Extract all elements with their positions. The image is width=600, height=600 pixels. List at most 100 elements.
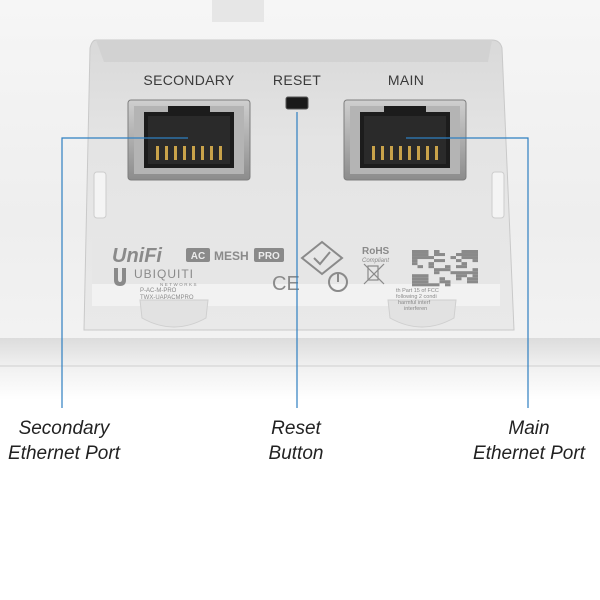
reset-callout-line1: Reset [271, 418, 321, 439]
qr-module [467, 250, 473, 254]
qr-module [412, 262, 418, 266]
qr-module [434, 271, 440, 275]
qr-module [412, 253, 418, 257]
qr-module [412, 283, 418, 287]
port-pin [183, 146, 186, 160]
qr-module [423, 274, 429, 278]
qr-module [461, 253, 467, 257]
main-callout-line2: Ethernet Port [473, 443, 585, 464]
port-pin [165, 146, 168, 160]
qr-module [456, 253, 462, 257]
qr-module [456, 274, 462, 278]
qr-module [467, 253, 473, 257]
port-pin [174, 146, 177, 160]
port-pin [372, 146, 375, 160]
qr-module [445, 280, 451, 284]
qr-code [412, 250, 478, 287]
leader-lines [61, 112, 529, 408]
qr-module [461, 271, 467, 275]
qr-module [412, 280, 418, 284]
reset-port-label: RESET [272, 72, 322, 88]
qr-module [423, 250, 429, 254]
port-pin [417, 146, 420, 160]
fcc-text-3: harmful interf [398, 300, 431, 306]
weee-bin-icon [363, 263, 385, 285]
port-pin [156, 146, 159, 160]
qr-module [412, 250, 418, 254]
rohs-text: RoHS [362, 246, 390, 257]
housing-band [0, 338, 600, 400]
qr-module [467, 277, 473, 281]
qr-module [412, 259, 418, 263]
qr-module [417, 250, 423, 254]
ubiquiti-text: UBIQUITI [134, 267, 194, 281]
port-pin [408, 146, 411, 160]
qr-module [472, 259, 478, 263]
port-pin [381, 146, 384, 160]
qr-module [439, 268, 445, 272]
qr-module [472, 274, 478, 278]
qr-module [461, 262, 467, 266]
brand-line: UniFi AC MESH PRO [112, 245, 284, 267]
qr-module [461, 274, 467, 278]
reset-button[interactable] [285, 96, 309, 110]
mesh-text: MESH [214, 249, 249, 263]
reset-callout: Reset Button [269, 416, 324, 466]
qr-module [428, 262, 434, 266]
qr-module [434, 268, 440, 272]
pro-badge: PRO [258, 251, 280, 262]
port-pin [192, 146, 195, 160]
unifi-logo: UniFi [112, 245, 162, 267]
main-ethernet-port[interactable] [343, 99, 467, 181]
secondary-callout-line2: Ethernet Port [8, 443, 120, 464]
screw-boss-right [387, 299, 457, 328]
secondary-leader-line [61, 137, 188, 408]
qr-module [412, 277, 418, 281]
model-text-1: P-AC-M-PRO [140, 288, 177, 294]
qr-module [456, 271, 462, 275]
ac-badge: AC [191, 251, 205, 262]
fcc-text-4: interferen [404, 306, 427, 312]
main-callout: Main Ethernet Port [473, 416, 585, 466]
qr-module [434, 253, 440, 257]
qr-module [417, 274, 423, 278]
qr-module [456, 259, 462, 263]
qr-module [450, 256, 456, 260]
port-pin [390, 146, 393, 160]
qr-module [434, 259, 440, 263]
qr-module [417, 253, 423, 257]
ce-mark: CE [272, 273, 300, 295]
qr-module [417, 283, 423, 287]
qr-module [445, 265, 451, 269]
qr-module [445, 283, 451, 287]
qr-module [423, 283, 429, 287]
qr-module [428, 256, 434, 260]
qr-module [472, 268, 478, 272]
main-callout-line1: Main [508, 418, 550, 439]
qr-module [472, 250, 478, 254]
port-pin [426, 146, 429, 160]
qr-module [467, 271, 473, 275]
model-text-2: TWX-UAPACMPRO [140, 295, 194, 301]
qr-module [412, 274, 418, 278]
screw-boss-left [139, 299, 209, 328]
port-pin [210, 146, 213, 160]
qr-module [472, 277, 478, 281]
qr-module [461, 256, 467, 260]
reset-callout-line2: Button [268, 443, 324, 464]
qr-module [434, 250, 440, 254]
port-pin [201, 146, 204, 160]
secondary-ethernet-port[interactable] [127, 99, 251, 181]
qr-module [439, 259, 445, 263]
qr-module [456, 265, 462, 269]
side-clip-right [491, 171, 505, 219]
port-pin [399, 146, 402, 160]
qr-module [423, 256, 429, 260]
secondary-callout: Secondary Ethernet Port [8, 416, 120, 466]
qr-module [417, 277, 423, 281]
power-icon [328, 272, 348, 292]
qr-module [423, 253, 429, 257]
qr-module [472, 280, 478, 284]
